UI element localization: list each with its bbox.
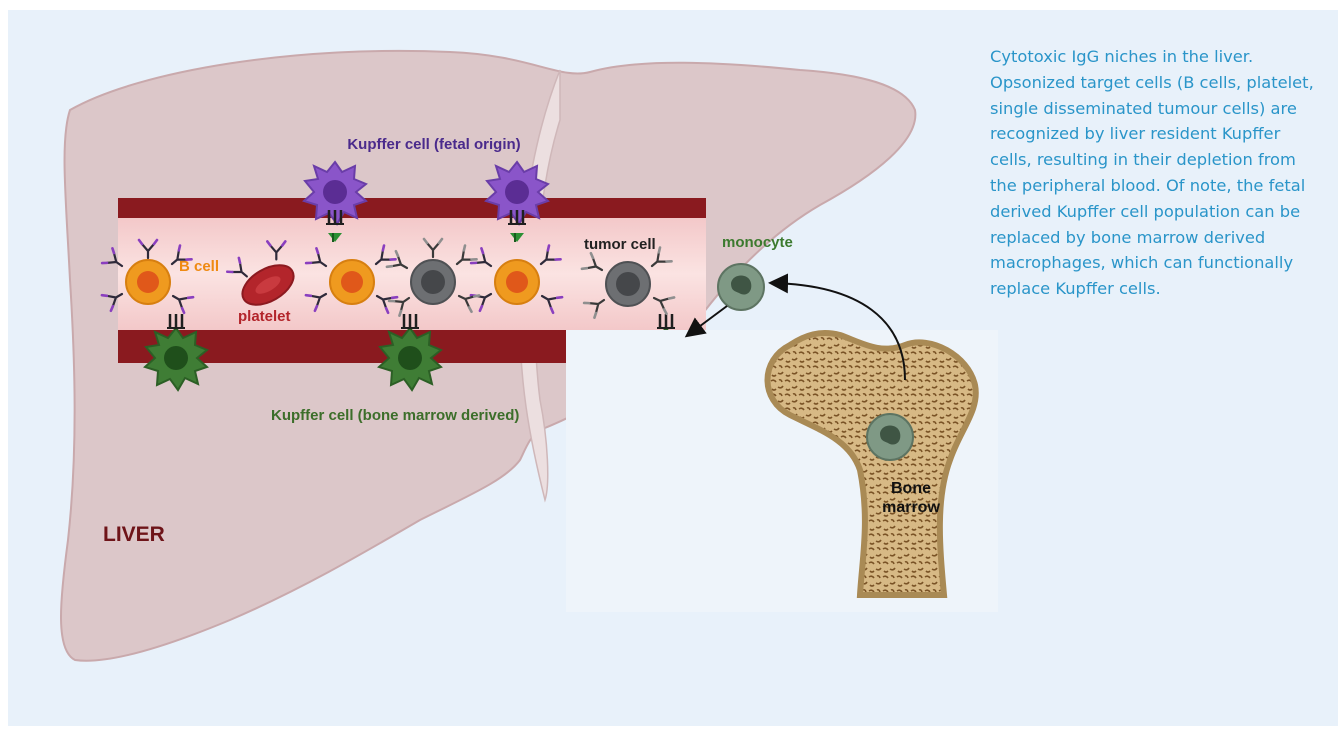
label-liver: LIVER [103, 523, 165, 546]
label-platelet: platelet [238, 308, 291, 325]
vessel-wall-top [118, 198, 706, 218]
label-kupffer-fetal: Kupffer cell (fetal origin) [347, 136, 520, 153]
label-b-cell: B cell [179, 258, 219, 275]
label-monocyte: monocyte [722, 234, 793, 251]
label-kupffer-bm: Kupffer cell (bone marrow derived) [271, 407, 519, 424]
label-bone-marrow-1: Bone [891, 480, 931, 497]
figure-caption: Cytotoxic IgG niches in the liver. Opson… [990, 44, 1320, 302]
bone-marrow-monocyte [867, 414, 913, 460]
monocyte-cell [718, 264, 764, 310]
label-bone-marrow-2: marrow [882, 499, 940, 516]
label-tumor-cell: tumor cell [584, 236, 656, 253]
